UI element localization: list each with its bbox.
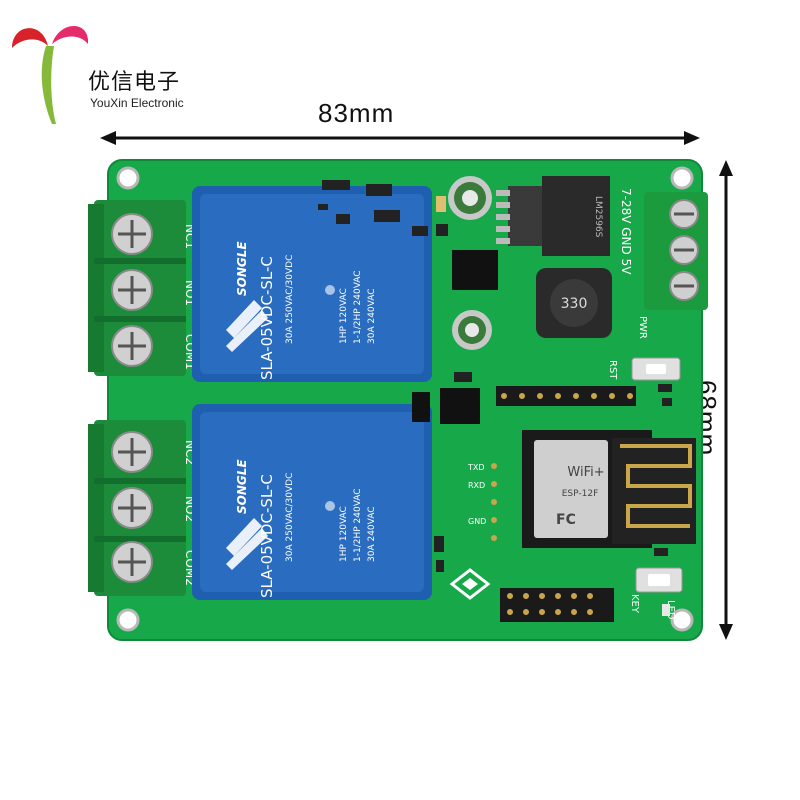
rst-button	[631, 357, 681, 381]
relay-2-logo-icon	[226, 518, 268, 570]
relay-2-model: SLA-05VDC-SL-C	[258, 474, 276, 598]
smd-chip	[452, 250, 498, 290]
power-terminal-block	[644, 192, 708, 310]
brand-chinese-name: 优信电子	[88, 70, 181, 95]
relay-2-rating-2: 1HP 120VAC	[339, 506, 349, 562]
power-label: 7-28V GND 5V	[619, 188, 633, 275]
mounting-holes	[116, 166, 694, 632]
wifi-badge: WiFi+	[567, 465, 604, 480]
brand-logo-icon	[12, 26, 88, 124]
terminal-block-2	[88, 420, 186, 596]
relay-1-rating-3: 1-1/2HP 240VAC	[353, 270, 363, 344]
wifi-model: ESP-12F	[562, 489, 599, 499]
rst-label: RST	[607, 360, 618, 380]
gnd-label: GND	[468, 517, 486, 526]
relay-2-rating-4: 30A 240VAC	[367, 506, 377, 562]
relay-1-rating-2: 1HP 120VAC	[339, 288, 349, 344]
header-pins-top	[496, 386, 636, 406]
key-button	[635, 567, 683, 593]
width-dimension-label: 83mm	[318, 98, 395, 128]
electrolytic-capacitor-1	[448, 176, 492, 220]
regulator-text: LM2596S	[593, 196, 603, 238]
header-pins-bottom	[500, 588, 614, 622]
mosfets	[412, 372, 480, 424]
relay-1: SONGLE SLA-05VDC-SL-C 30A 250VAC/30VDC 1…	[192, 186, 432, 382]
inductor-label: 330	[561, 296, 588, 312]
relay-2-rating-3: 1-1/2HP 240VAC	[353, 488, 363, 562]
relay-2: SONGLE SLA-05VDC-SL-C 30A 250VAC/30VDC 1…	[192, 404, 432, 600]
svg-text:FC: FC	[556, 512, 576, 528]
relay-2-brand: SONGLE	[235, 459, 249, 514]
width-dimension-arrow	[100, 131, 700, 145]
pwr-label: PWR	[637, 316, 648, 339]
electrolytic-capacitor-2	[452, 310, 492, 350]
led-label: LED	[665, 600, 676, 620]
pcb-logo-icon	[449, 568, 491, 600]
relay-1-rating-4: 30A 240VAC	[367, 288, 377, 344]
voltage-regulator: LM2596S	[496, 176, 610, 256]
side-header-pins	[491, 463, 497, 541]
terminal-block-1	[88, 200, 186, 376]
rxd-label: RXD	[468, 481, 485, 490]
height-dimension-arrow	[719, 160, 733, 640]
relay-1-model: SLA-05VDC-SL-C	[258, 256, 276, 380]
relay-1-logo-icon	[226, 300, 268, 352]
wifi-antenna-icon	[620, 444, 692, 528]
relay-1-rating-1: 30A 250VAC/30VDC	[285, 255, 295, 344]
relay-1-brand: SONGLE	[235, 241, 249, 296]
smd-components	[318, 180, 448, 236]
power-inductor: 330	[536, 268, 612, 338]
key-label: KEY	[629, 594, 640, 614]
relay-2-rating-1: 30A 250VAC/30VDC	[285, 473, 295, 562]
wifi-module: WiFi+ ESP-12F FC	[522, 430, 696, 548]
brand-english-name: YouXin Electronic	[90, 96, 184, 110]
txd-label: TXD	[467, 463, 485, 472]
